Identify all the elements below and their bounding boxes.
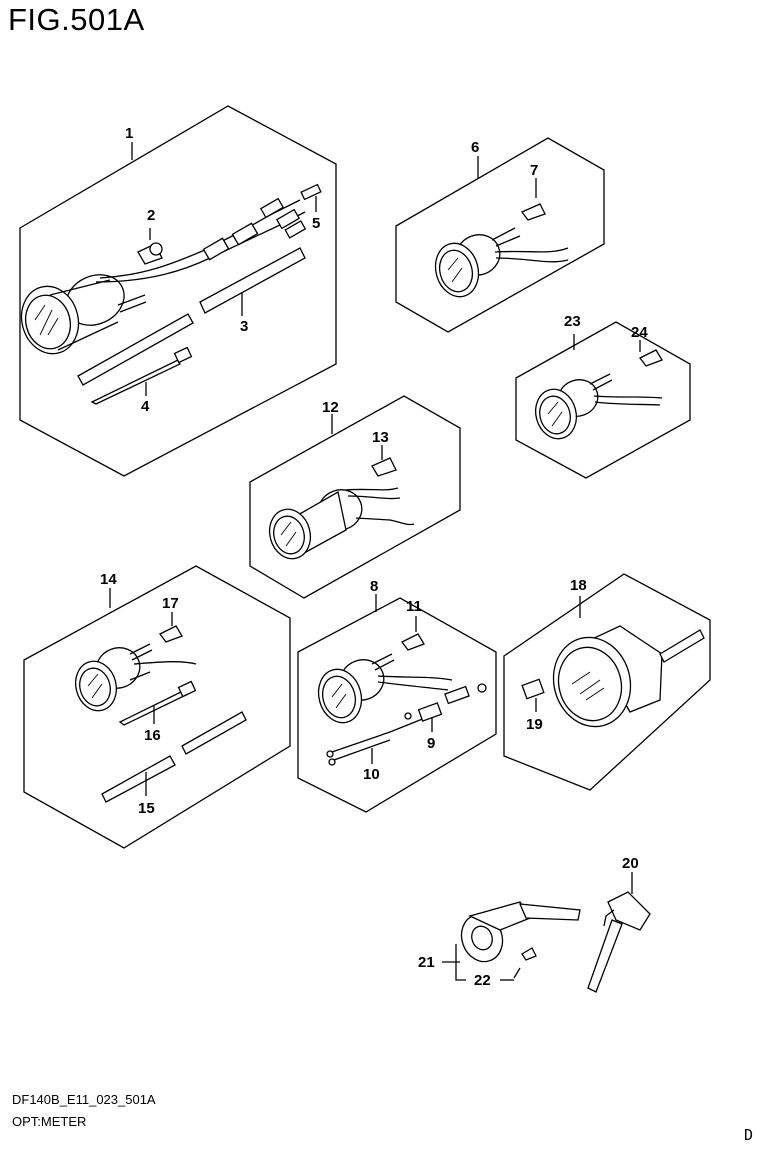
callout-12: 12 bbox=[322, 399, 339, 416]
callout-13: 13 bbox=[372, 429, 389, 446]
callout-6: 6 bbox=[471, 139, 479, 156]
callout-22: 22 bbox=[474, 972, 491, 989]
callout-19: 19 bbox=[526, 716, 543, 733]
part-group-12 bbox=[249, 395, 461, 599]
callout-3: 3 bbox=[240, 318, 248, 335]
part-group-20-22 bbox=[442, 872, 651, 993]
callout-10: 10 bbox=[363, 766, 380, 783]
part-group-8 bbox=[297, 594, 497, 813]
group-1-outline bbox=[19, 105, 337, 477]
callout-23: 23 bbox=[564, 313, 581, 330]
callout-20: 20 bbox=[622, 855, 639, 872]
callout-9: 9 bbox=[427, 735, 435, 752]
group-18-outline bbox=[503, 573, 711, 791]
callout-5: 5 bbox=[312, 215, 320, 232]
group-23-outline bbox=[515, 321, 691, 479]
group-12-outline bbox=[249, 395, 461, 599]
callout-14: 14 bbox=[100, 571, 117, 588]
footer-figure-code: DF140B_E11_023_501A bbox=[12, 1092, 156, 1107]
callout-15: 15 bbox=[138, 800, 155, 817]
callout-4: 4 bbox=[141, 398, 150, 415]
part-group-23 bbox=[515, 321, 691, 479]
callout-24: 24 bbox=[631, 324, 648, 341]
callout-17: 17 bbox=[162, 595, 179, 612]
callout-16: 16 bbox=[144, 727, 161, 744]
part-group-18 bbox=[503, 573, 711, 791]
callout-21: 21 bbox=[418, 954, 435, 971]
group-8-outline bbox=[297, 597, 497, 813]
part-group-14 bbox=[23, 565, 291, 849]
callout-11: 11 bbox=[406, 598, 422, 615]
figure-title: FIG.501A bbox=[8, 2, 145, 37]
part-group-6 bbox=[395, 137, 605, 333]
group-6-outline bbox=[395, 137, 605, 333]
footer-description: OPT:METER bbox=[12, 1114, 87, 1129]
group-14-outline bbox=[23, 565, 291, 849]
part-group-1 bbox=[19, 105, 337, 477]
callout-1: 1 bbox=[125, 125, 133, 142]
page-letter: D bbox=[744, 1126, 754, 1144]
callout-8: 8 bbox=[370, 578, 378, 595]
callout-18: 18 bbox=[570, 577, 587, 594]
callout-2: 2 bbox=[147, 207, 155, 224]
callout-7: 7 bbox=[530, 162, 538, 179]
callout-labels: 1 2 3 4 5 6 7 8 9 10 11 12 13 14 15 16 1… bbox=[100, 125, 648, 989]
